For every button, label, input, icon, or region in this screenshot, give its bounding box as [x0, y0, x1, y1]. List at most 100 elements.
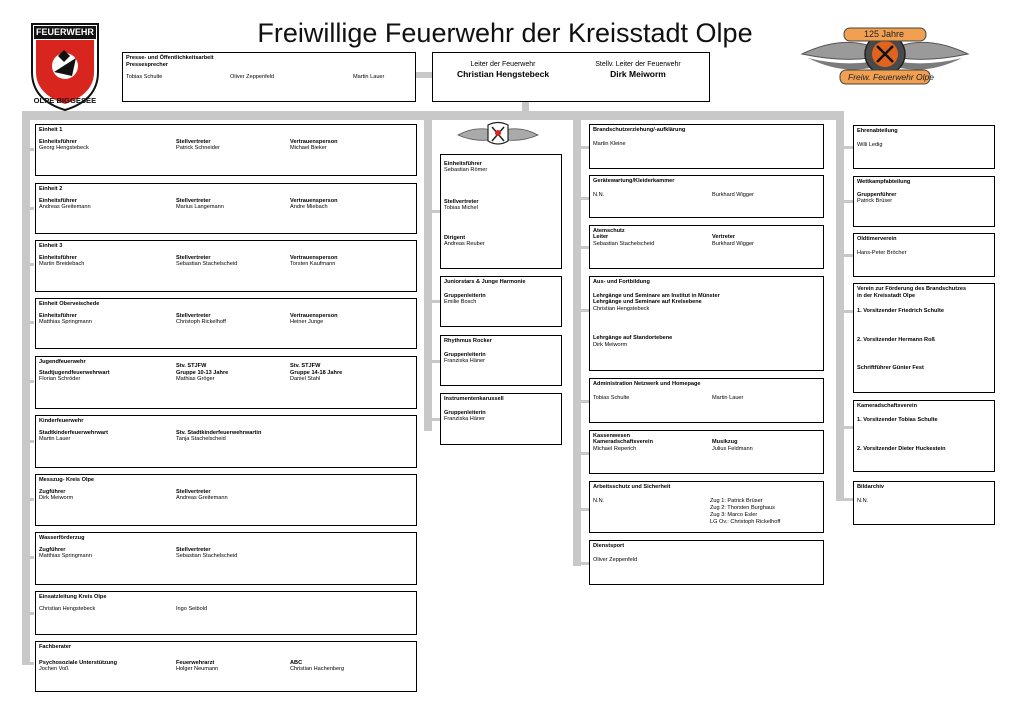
fire-department-logo: FEUERWEHR OLPE BIGGESEE [28, 20, 102, 112]
presse-name-2: Oliver Zeppenfeld [230, 74, 275, 80]
musik-role-2: Stellvertreter [444, 199, 479, 205]
box-name-a: Tobias Schulte [593, 395, 630, 401]
unit-role: Einheitsführer [39, 139, 77, 145]
stub [577, 309, 589, 312]
musik-role-1: Einheitsführer [444, 161, 482, 167]
unit-role: Einheitsführer [39, 255, 77, 261]
stub [428, 300, 440, 303]
unit-role: Vertrauensperson [290, 313, 338, 319]
stub [840, 146, 854, 149]
stub [26, 263, 34, 266]
stub [840, 426, 854, 429]
aus-line-3: Lehrgänge auf Standortebene [593, 335, 673, 341]
unit-cell: Stv. STJFW [176, 363, 207, 369]
atem-role-1: Leiter [593, 234, 609, 240]
box-name: Hans-Peter Bröcher [857, 250, 907, 256]
box-header: Aus- und Fortbildung [593, 279, 650, 285]
emblem-top-text: 125 Jahre [864, 29, 905, 39]
emblem-bottom-text: Freiw. Feuerwehr Olpe [848, 72, 934, 82]
musik-sub-role: Gruppenleiterin [444, 410, 486, 416]
unit-header: Einsatzleitung Kreis Olpe [39, 594, 107, 600]
stub [428, 210, 440, 213]
unit-person: Jochen Voß [39, 666, 69, 672]
unit-role: Feuerwehrarzt [176, 660, 215, 666]
unit-person: Sebastian Stachelscheid [176, 261, 238, 267]
unit-person: Martin Lauer [39, 436, 71, 442]
bildarchiv-box: Bildarchiv N.N. [853, 481, 995, 525]
verein-header-1: Verein zur Förderung des Brandschutzes [857, 286, 967, 292]
atemschutz-box: Atemschutz Leiter Sebastian Stachelschei… [589, 225, 824, 269]
unit-role: Stellvertreter [176, 489, 211, 495]
ehrenabteilung-box: Ehrenabteilung Willi Ledig [853, 125, 995, 169]
unit-header: Einheit 2 [39, 186, 63, 192]
box-name-b: Martin Lauer [712, 395, 744, 401]
aus-line-1: Lehrgänge und Seminare am Institut in Mü… [593, 293, 720, 299]
musik-sub-role: Gruppenleiterin [444, 352, 486, 358]
arbeit-zug-1: Zug 1: Patrick Brüser [710, 498, 763, 504]
unit-role: Vertrauensperson [290, 255, 338, 261]
stub [26, 321, 34, 324]
unit-header: Kinderfeuerwehr [39, 418, 84, 424]
stub [26, 440, 34, 443]
connector-top-horizontal [22, 111, 844, 120]
stub [26, 380, 34, 383]
unit-cell: Daniel Stahl [290, 376, 321, 382]
box-name-b: Burkhard Wigger [712, 192, 754, 198]
box-header: Dienstsport [593, 543, 625, 549]
box-header: Kassenwesen [593, 433, 631, 439]
arbeitsschutz-box: Arbeitsschutz und Sicherheit N.N. Zug 1:… [589, 481, 824, 533]
unit-role: Stellvertreter [176, 547, 211, 553]
unit-header: Einheit 3 [39, 243, 63, 249]
musik-sub-box-2: Rhythmus Rocker Gruppenleiterin Franzisk… [440, 335, 562, 386]
box-name: Willi Ledig [857, 142, 883, 148]
stub [26, 612, 34, 615]
unit-person: Heiner Junge [290, 319, 324, 325]
stub [577, 452, 589, 455]
box-header: Ehrenabteilung [857, 128, 898, 134]
unit-person: Andreas Greitemann [176, 495, 228, 501]
logo-bottom-text: OLPE BIGGESEE [33, 96, 97, 105]
kasse-role-1: Kameradschaftsverein [593, 439, 654, 445]
box-header: Brandschutzerziehung/-aufklärung [593, 127, 686, 133]
stub [577, 246, 589, 249]
stub [840, 254, 854, 257]
unit-role: Stellvertreter [176, 139, 211, 145]
stub [840, 310, 854, 313]
stub [26, 556, 34, 559]
unit-person: Martin Breidebach [39, 261, 85, 267]
box-header: Arbeitsschutz und Sicherheit [593, 484, 671, 490]
kam-v2: 2. Vorsitzender Dieter Huckestein [857, 446, 946, 452]
unit-person: Christian Hachenberg [290, 666, 345, 672]
unit-cell: Florian Schröder [39, 376, 81, 382]
stub [840, 498, 854, 501]
unit-cell: Gruppe 14-18 Jahre [290, 369, 343, 376]
kam-v1: 1. Vorsitzender Tobias Schulte [857, 417, 938, 423]
unit-header: Einheit Oberveischede [39, 301, 100, 307]
box-header: Atemschutz [593, 228, 625, 234]
verein-v1: 1. Vorsitzender Friedrich Schulte [857, 308, 944, 314]
aus-name-2: Dirk Meiworm [593, 342, 628, 348]
connector-left-vertical [22, 111, 30, 665]
kasse-name-1: Michael Reperich [593, 446, 637, 452]
deputy-label: Stellv. Leiter der Feuerwehr [595, 61, 681, 68]
unit-role: Zugführer [39, 489, 66, 495]
stub [577, 197, 589, 200]
connector-leader-down [522, 101, 529, 115]
box-header: Oldtimerverein [857, 236, 897, 242]
deputy-block: Stellv. Leiter der Feuerwehr Dirk Meiwor… [573, 61, 703, 79]
page-title: Freiwillige Feuerwehr der Kreisstadt Olp… [257, 18, 753, 48]
unit-role: Vertrauensperson [290, 198, 338, 204]
box-header: Bildarchiv [857, 484, 885, 490]
unit-person: Georg Hengstebeck [39, 145, 89, 151]
stub [840, 200, 854, 203]
logo-top-text: FEUERWEHR [36, 27, 94, 37]
unit-person: Andreas Greitemann [39, 204, 91, 210]
unit-cell: Mathias Gröger [176, 376, 215, 382]
deputy-name: Dirk Meiworm [610, 69, 666, 79]
connector-music-vertical [424, 111, 432, 431]
geraetewartung-box: Gerätewartung/Kleiderkammer N.N. Burkhar… [589, 175, 824, 218]
arbeit-zug-3: Zug 3: Marco Esler [710, 512, 758, 518]
unit-person: Sebastian Stachelscheid [176, 553, 238, 559]
